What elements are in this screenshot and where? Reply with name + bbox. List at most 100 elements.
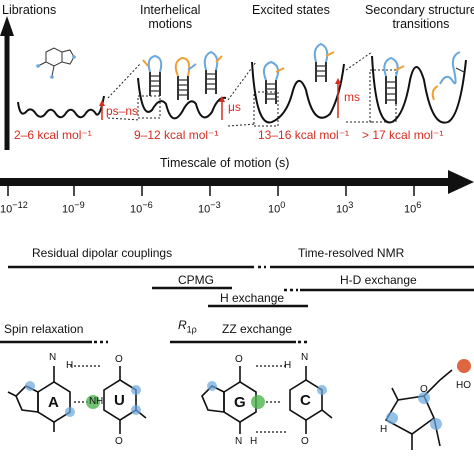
zoom-box-1 bbox=[137, 95, 161, 119]
method-bars bbox=[0, 265, 474, 344]
method-r1rho: R1ρ bbox=[178, 318, 197, 334]
rna-unfolded-icon bbox=[431, 51, 465, 101]
timescale-title: Timescale of motion (s) bbox=[160, 156, 290, 170]
base-letter-g: G bbox=[234, 394, 246, 411]
atom-c-h4: H bbox=[284, 360, 292, 371]
timescale-axis-arrowhead bbox=[448, 170, 474, 194]
energy-axis-arrowhead bbox=[0, 16, 14, 36]
tick-label-0: 10−12 bbox=[0, 200, 28, 216]
tick-exp: −3 bbox=[210, 200, 221, 210]
method-zz: ZZ exchange bbox=[222, 322, 293, 336]
tick-label-6: 106 bbox=[404, 200, 421, 216]
tick-exp: 3 bbox=[348, 200, 354, 210]
tick-base: 10 bbox=[0, 203, 13, 216]
r1rho-base: R bbox=[178, 318, 187, 332]
base-letter-a: A bbox=[48, 394, 59, 411]
barrier-label-psns: ps–ns bbox=[106, 104, 139, 118]
method-hd: H-D exchange bbox=[340, 273, 417, 287]
atom-u-o4: O bbox=[115, 354, 123, 365]
atom-g-n2: N bbox=[235, 436, 243, 447]
barrier-label-ms: ms bbox=[344, 90, 360, 104]
category-secondary-line2: transitions bbox=[392, 17, 450, 31]
atom-a-n6: N bbox=[49, 352, 57, 363]
barrier-arrow-ms-head bbox=[335, 78, 341, 84]
label-dot-a1 bbox=[25, 381, 35, 391]
energy-label-1: 2–6 kcal mol⁻¹ bbox=[14, 128, 92, 142]
highlight-n3-u bbox=[86, 395, 100, 409]
tick-label-4: 100 bbox=[268, 200, 285, 216]
method-rdc: Residual dipolar couplings bbox=[32, 246, 173, 260]
category-excited-states: Excited states bbox=[252, 3, 330, 17]
category-librations: Librations bbox=[2, 3, 57, 17]
tick-base: 10 bbox=[268, 203, 281, 216]
tick-exp: 6 bbox=[416, 200, 422, 210]
rna-hairpin-icon-4 bbox=[262, 60, 285, 104]
atom-ribose-ho: HO bbox=[456, 380, 471, 391]
category-interhelical-line2: motions bbox=[148, 17, 193, 31]
energy-label-2: 9–12 kcal mol⁻¹ bbox=[134, 128, 219, 142]
tick-label-2: 10−6 bbox=[130, 200, 153, 216]
label-dot-g1 bbox=[207, 381, 217, 391]
tick-base: 10 bbox=[62, 203, 75, 216]
barrier-arrow-psns-head bbox=[99, 100, 105, 106]
zoom-connector-1 bbox=[107, 63, 141, 121]
rna-hairpin-icon-3 bbox=[203, 50, 223, 94]
category-secondary-line1: Secondary structure bbox=[365, 3, 474, 17]
category-secondary: Secondary structure transitions bbox=[365, 3, 474, 31]
tick-base: 10 bbox=[198, 203, 211, 216]
ribose-dot-1 bbox=[386, 412, 398, 424]
zoom-connector-3 bbox=[345, 51, 373, 123]
tick-label-3: 10−3 bbox=[198, 200, 221, 216]
landscape-librations bbox=[17, 95, 105, 119]
atom-g-o6: O bbox=[235, 354, 243, 365]
atom-u-h3: H bbox=[96, 396, 104, 407]
tick-exp: −6 bbox=[142, 200, 153, 210]
atom-g-h2: H bbox=[250, 436, 258, 447]
landscape-interhelical bbox=[137, 77, 227, 120]
timescale-ticks bbox=[7, 186, 415, 196]
method-hex: H exchange bbox=[220, 291, 285, 305]
highlight-n1-g bbox=[251, 395, 265, 409]
ribose-dot-3 bbox=[430, 418, 442, 430]
category-interhelical: Interhelical motions bbox=[140, 3, 200, 31]
ribose-dot-2 bbox=[418, 392, 430, 404]
zoom-connector-2 bbox=[227, 61, 257, 127]
tick-base: 10 bbox=[336, 203, 349, 216]
atom-a-h6: H bbox=[66, 360, 74, 371]
atom-ribose-h: H bbox=[380, 424, 388, 435]
atom-c-o2: O bbox=[301, 436, 309, 447]
tick-label-5: 103 bbox=[336, 200, 353, 216]
tick-base: 10 bbox=[130, 203, 143, 216]
label-dot-u2 bbox=[131, 405, 141, 415]
label-dot-a2 bbox=[65, 407, 75, 417]
energy-label-3: 13–16 kcal mol⁻¹ bbox=[258, 128, 350, 142]
energy-label-4: > 17 kcal mol⁻¹ bbox=[362, 128, 444, 142]
atom-ribose-o: O bbox=[420, 384, 428, 395]
adenine-molecule-icon bbox=[36, 47, 76, 79]
base-letter-u: U bbox=[114, 392, 125, 409]
hbonds-gc bbox=[256, 365, 286, 433]
landscape-excited bbox=[251, 61, 345, 124]
rna-hairpin-icon-2 bbox=[174, 56, 197, 100]
base-pair-gc bbox=[201, 366, 333, 434]
rna-hairpin-icon-1 bbox=[142, 54, 163, 96]
base-letter-c: C bbox=[300, 392, 311, 409]
hbonds-au bbox=[70, 365, 100, 403]
method-spin: Spin relaxation bbox=[4, 322, 84, 336]
tick-base: 10 bbox=[404, 203, 417, 216]
barrier-arrow-us-head bbox=[219, 96, 225, 102]
phosphate-dot bbox=[457, 359, 471, 373]
label-dot-c1 bbox=[317, 385, 327, 395]
atom-u-o2: O bbox=[115, 436, 123, 447]
rna-hairpin-icon-5 bbox=[313, 42, 335, 82]
barrier-label-us: μs bbox=[228, 100, 241, 114]
tick-exp: −12 bbox=[12, 200, 28, 210]
category-interhelical-line1: Interhelical bbox=[140, 3, 201, 17]
landscape-secondary bbox=[371, 55, 467, 124]
atom-c-n4: N bbox=[301, 352, 309, 363]
r1rho-sub: 1ρ bbox=[186, 324, 197, 335]
method-trnmr: Time-resolved NMR bbox=[298, 246, 405, 260]
base-pair-au bbox=[7, 366, 147, 434]
rna-hairpin-icon-6 bbox=[383, 56, 405, 104]
tick-exp: 0 bbox=[280, 200, 286, 210]
